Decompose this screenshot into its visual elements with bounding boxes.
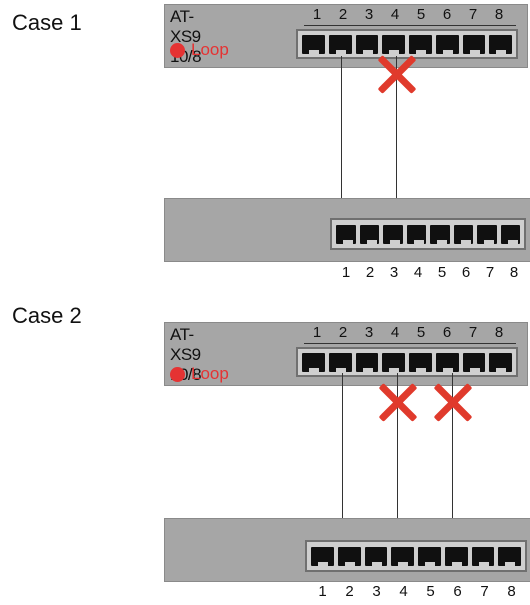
cable-port-4	[397, 373, 398, 551]
top-port-strip	[296, 29, 518, 59]
port-number: 8	[494, 324, 504, 341]
ethernet-port-icon	[359, 224, 379, 245]
port-number: 4	[390, 324, 400, 341]
bottom-port-strip	[305, 540, 527, 572]
ethernet-port-icon	[462, 34, 486, 55]
ethernet-port-icon	[382, 352, 405, 373]
port-number: 4	[390, 6, 400, 23]
loop-indicator: Loop	[170, 40, 229, 60]
blocked-port-x-icon	[378, 383, 418, 423]
port-number: 8	[494, 6, 504, 23]
cable-port-4	[396, 56, 397, 226]
ethernet-port-icon	[364, 546, 388, 567]
port-number: 1	[341, 264, 351, 281]
port-number: 3	[364, 324, 374, 341]
ethernet-port-icon	[302, 34, 325, 55]
ethernet-port-icon	[336, 224, 356, 245]
port-number: 5	[426, 583, 435, 600]
ethernet-port-icon	[302, 352, 325, 373]
ethernet-port-icon	[337, 546, 361, 567]
ethernet-port-icon	[430, 224, 450, 245]
port-number: 7	[468, 324, 478, 341]
port-number: 6	[442, 6, 452, 23]
port-number: 5	[416, 324, 426, 341]
ethernet-port-icon	[489, 352, 512, 373]
port-number: 3	[372, 583, 381, 600]
loop-label: Loop	[191, 364, 229, 383]
switch-model-label: AT-XS9 10/8	[170, 7, 202, 66]
ethernet-port-icon	[471, 546, 495, 567]
ethernet-port-icon	[355, 34, 379, 55]
loop-label: Loop	[191, 40, 229, 59]
port-number: 8	[509, 264, 519, 281]
port-number: 2	[338, 324, 348, 341]
ethernet-port-icon	[435, 34, 459, 55]
ethernet-port-icon	[409, 34, 432, 55]
ethernet-port-icon	[409, 352, 432, 373]
port-number: 4	[413, 264, 423, 281]
port-number: 3	[389, 264, 399, 281]
case-2-label: Case 2	[12, 303, 82, 328]
top-port-numbers: 1 2 3 4 5 6 7 8	[304, 6, 512, 23]
cable-port-6	[452, 373, 453, 551]
port-number: 4	[399, 583, 408, 600]
bottom-port-numbers: 1 2 3 4 5 6 7 8	[334, 264, 526, 281]
ethernet-port-icon	[328, 34, 352, 55]
port-number: 5	[437, 264, 447, 281]
ethernet-port-icon	[453, 224, 473, 245]
ethernet-port-icon	[383, 224, 403, 245]
port-number-underline	[304, 343, 516, 344]
blocked-port-x-icon	[377, 55, 417, 95]
ethernet-port-icon	[500, 224, 520, 245]
port-number: 1	[312, 324, 322, 341]
bottom-port-strip	[330, 218, 526, 250]
port-number: 1	[312, 6, 322, 23]
loop-led-icon	[170, 42, 185, 58]
top-port-numbers: 1 2 3 4 5 6 7 8	[304, 324, 512, 341]
port-number: 6	[461, 264, 471, 281]
bottom-port-numbers: 1 2 3 4 5 6 7 8	[309, 583, 525, 600]
port-number: 2	[365, 264, 375, 281]
ethernet-port-icon	[418, 546, 441, 567]
cable-port-2	[341, 56, 342, 226]
ethernet-port-icon	[391, 546, 414, 567]
ethernet-port-icon	[498, 546, 521, 567]
ethernet-port-icon	[406, 224, 426, 245]
ethernet-port-icon	[382, 34, 405, 55]
ethernet-port-icon	[311, 546, 334, 567]
ethernet-port-icon	[489, 34, 512, 55]
port-number: 7	[480, 583, 489, 600]
port-number: 2	[345, 583, 354, 600]
ethernet-port-icon	[355, 352, 379, 373]
ethernet-port-icon	[328, 352, 352, 373]
port-number: 2	[338, 6, 348, 23]
top-port-strip	[296, 347, 518, 377]
cable-port-2	[342, 373, 343, 551]
ethernet-port-icon	[444, 546, 468, 567]
ethernet-port-icon	[435, 352, 459, 373]
port-number: 5	[416, 6, 426, 23]
ethernet-port-icon	[477, 224, 497, 245]
ethernet-port-icon	[462, 352, 486, 373]
loop-indicator: Loop	[170, 364, 229, 384]
port-number: 7	[468, 6, 478, 23]
port-number: 6	[442, 324, 452, 341]
blocked-port-x-icon	[433, 383, 473, 423]
port-number: 6	[453, 583, 462, 600]
port-number: 1	[318, 583, 327, 600]
case-1-label: Case 1	[12, 10, 82, 35]
port-number-underline	[304, 25, 516, 26]
port-number: 3	[364, 6, 374, 23]
loop-led-icon	[170, 366, 185, 382]
port-number: 7	[485, 264, 495, 281]
port-number: 8	[507, 583, 516, 600]
